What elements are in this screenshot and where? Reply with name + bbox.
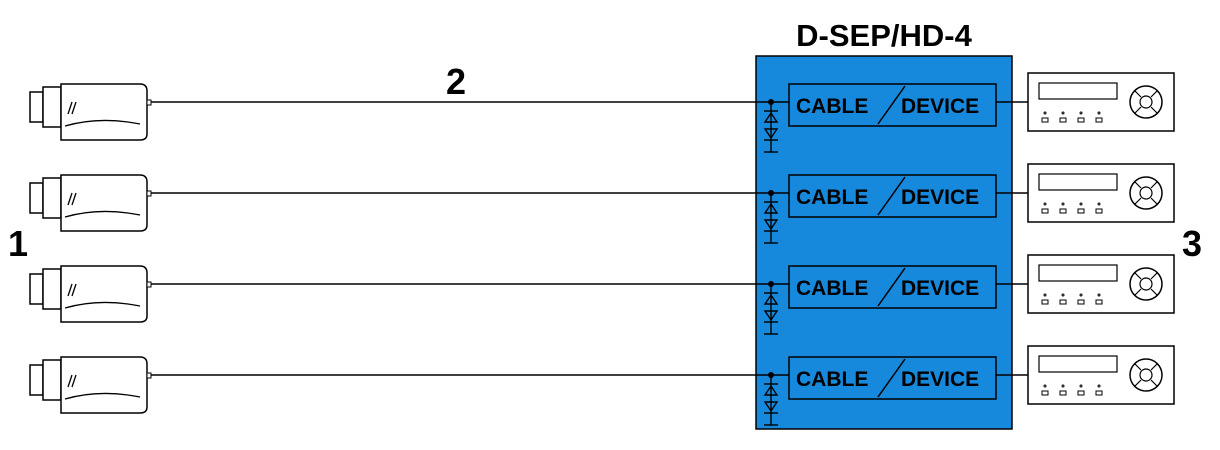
device-title: D-SEP/HD-4 xyxy=(796,18,972,53)
protection-module: CABLE DEVICE xyxy=(788,174,997,218)
tvs-diode-icon xyxy=(763,102,779,153)
tvs-diode-icon xyxy=(763,284,779,335)
camera-icon xyxy=(29,356,152,414)
device-label: DEVICE xyxy=(901,368,979,391)
device-label: DEVICE xyxy=(901,186,979,209)
recorder-icon xyxy=(1027,163,1175,223)
channel-row: CABLE DEVICE xyxy=(29,72,1175,153)
cable-label: CABLE xyxy=(796,277,868,300)
label-cameras: 1 xyxy=(8,223,28,264)
protection-module: CABLE DEVICE xyxy=(788,356,997,400)
tvs-diode-icon xyxy=(763,375,779,426)
device-label: DEVICE xyxy=(901,95,979,118)
label-cable: 2 xyxy=(446,61,466,102)
cable-label: CABLE xyxy=(796,95,868,118)
recorder-icon xyxy=(1027,254,1175,314)
channel-row: CABLE DEVICE xyxy=(29,254,1175,335)
recorder-icon xyxy=(1027,72,1175,132)
cable-label: CABLE xyxy=(796,186,868,209)
label-recorders: 3 xyxy=(1182,223,1202,264)
camera-icon xyxy=(29,174,152,232)
camera-icon xyxy=(29,83,152,141)
tvs-diode-icon xyxy=(763,193,779,244)
device-label: DEVICE xyxy=(901,277,979,300)
cable-label: CABLE xyxy=(796,368,868,391)
camera-icon xyxy=(29,265,152,323)
recorder-icon xyxy=(1027,345,1175,405)
protection-module: CABLE DEVICE xyxy=(788,83,997,127)
channel-row: CABLE DEVICE xyxy=(29,345,1175,426)
protection-module: CABLE DEVICE xyxy=(788,265,997,309)
channel-row: CABLE DEVICE xyxy=(29,163,1175,244)
